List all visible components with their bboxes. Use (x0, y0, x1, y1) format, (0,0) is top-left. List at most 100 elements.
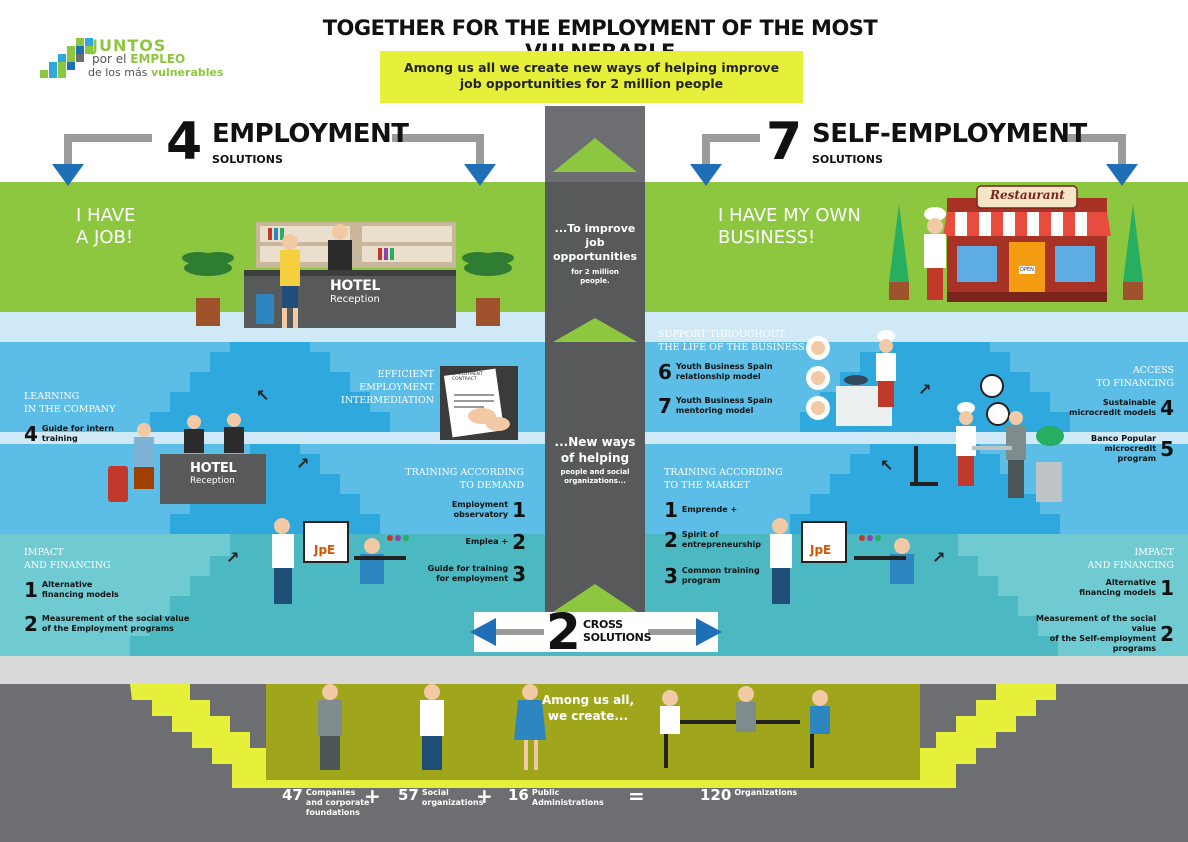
impact-left-label: IMPACT AND FINANCING (24, 546, 111, 572)
item-number: 2 (24, 612, 38, 636)
subtitle-banner: Among us all we create new ways of helpi… (380, 51, 803, 103)
item-text: Measurement of the social value (1036, 614, 1157, 633)
access-line-1: ACCESS (1132, 365, 1174, 376)
stat-text: Administrations (531, 798, 604, 807)
hero-left-line-2: A JOB! (76, 227, 134, 248)
stat-text: Social (421, 788, 449, 797)
stat-total: 120 Organizations (700, 788, 797, 803)
training-demand-item-2: Emplea + 2 (420, 532, 526, 552)
board-label-left: JpE (314, 543, 336, 557)
self-employment-subheading: SOLUTIONS (812, 153, 883, 166)
organizations-people-illustration (318, 684, 830, 770)
arrow-up-right-icon-2: ↗ (226, 548, 240, 567)
reception-label: Reception (330, 294, 380, 305)
learning-line-2: IN THE COMPANY (24, 404, 116, 415)
logo-line-1: JUNTOS (92, 36, 167, 55)
column-top-line-4: people. (580, 277, 610, 285)
learning-item-line-1: Guide for intern (41, 424, 114, 433)
logo-square (58, 54, 66, 62)
learning-item-number: 4 (24, 422, 38, 446)
impact-left-line-2: AND FINANCING (24, 560, 111, 571)
item-number: 7 (658, 394, 672, 418)
stat-text: Organizations (734, 788, 798, 797)
logo-square (67, 62, 75, 70)
self-employment-bracket-arrows (690, 134, 1138, 186)
item-number: 1 (512, 498, 526, 522)
open-sign: OPEN (1020, 267, 1034, 273)
item-text: Spirit of (681, 530, 719, 539)
hotel-label: HOTEL (330, 278, 381, 294)
column-mid-line-1: ...New ways (554, 435, 636, 449)
logo-square (67, 54, 75, 62)
efficient-intermediation-label: EFFICIENT EMPLOYMENT INTERMEDIATION (300, 368, 434, 407)
cross-line-1: CROSS (583, 618, 623, 631)
item-number: 3 (512, 562, 526, 586)
banner-line-2: job opportunities for 2 million people (459, 76, 724, 91)
bottom-center-line-2: we create... (547, 709, 629, 723)
self-employment-heading: SELF-EMPLOYMENT (812, 119, 1087, 149)
stat-number: 120 (700, 786, 732, 804)
item-number: 6 (658, 360, 672, 384)
logo-square (49, 70, 57, 78)
column-top-line-3: for 2 million (571, 268, 619, 276)
logo-line-2: por el EMPLEO (92, 52, 186, 66)
hero-right-text: I HAVE MY OWN BUSINESS! (718, 205, 861, 249)
logo-line-3: de los más vulnerables (88, 66, 224, 79)
hero-right-line-2: BUSINESS! (718, 227, 816, 248)
item-text: Guide for training (427, 564, 509, 573)
training-demand-line-1: TRAINING ACCORDING (405, 467, 524, 478)
plus-sign-2: + (476, 784, 493, 808)
support-label: SUPPORT THROUGHOUT THE LIFE OF THE BUSIN… (658, 328, 805, 354)
arrow-up-left-icon-2: ↖ (880, 456, 894, 475)
item-text: program (681, 576, 721, 585)
kitchen-mentoring-illustration (806, 330, 896, 426)
item-number: 3 (664, 564, 678, 588)
learning-item-line-2: training (41, 434, 78, 443)
plus-sign-1: + (364, 784, 381, 808)
logo-square (76, 38, 84, 46)
item-text: entrepreneurship (681, 540, 762, 549)
banner-line-1: Among us all we create new ways of helpi… (403, 60, 780, 75)
small-hotel-reception-illustration (108, 413, 266, 504)
item-number: 1 (664, 498, 678, 522)
learning-label: LEARNING IN THE COMPANY (24, 390, 115, 416)
hotel-reception-illustration (182, 222, 514, 328)
support-line-2: THE LIFE OF THE BUSINESS (658, 342, 805, 353)
logo-square (85, 38, 93, 46)
column-mid-line-4: organizations... (564, 477, 626, 485)
small-reception-label: Reception (190, 476, 235, 486)
training-market-item-1: 1 Emprende + (664, 500, 737, 520)
restaurant-sign: Restaurant (990, 188, 1065, 202)
hero-left-line-1: I HAVE (76, 205, 136, 226)
self-employment-count: 7 (766, 112, 802, 172)
logo-square (58, 62, 66, 70)
item-text: financing models (41, 590, 119, 599)
column-mid-line-2: of helping (560, 451, 630, 465)
item-text: for employment (436, 574, 509, 583)
column-top-line-1: ...To improve job (554, 222, 636, 249)
logo-square (76, 46, 84, 54)
bottom-center-line-1: Among us all, (541, 693, 635, 707)
stat-text: organizations (421, 798, 484, 807)
column-mid-text: ...New ways of helping people and social… (545, 434, 645, 486)
contract-illustration (440, 366, 518, 440)
employment-heading: EMPLOYMENT (212, 119, 409, 149)
microcredit-illustration (910, 374, 1064, 502)
logo-square (67, 46, 75, 54)
item-text: Alternative (41, 580, 93, 589)
efficient-line-1: EFFICIENT EMPLOYMENT (359, 369, 434, 393)
item-text: Emplea + (465, 537, 509, 546)
bottom-center-text: Among us all, we create... (540, 692, 636, 724)
training-class-illustration-right (770, 518, 914, 604)
column-top-line-2: opportunities (552, 250, 637, 263)
board-label-right: JpE (810, 543, 832, 557)
item-text: observatory (453, 510, 509, 519)
logo-square (40, 70, 48, 78)
